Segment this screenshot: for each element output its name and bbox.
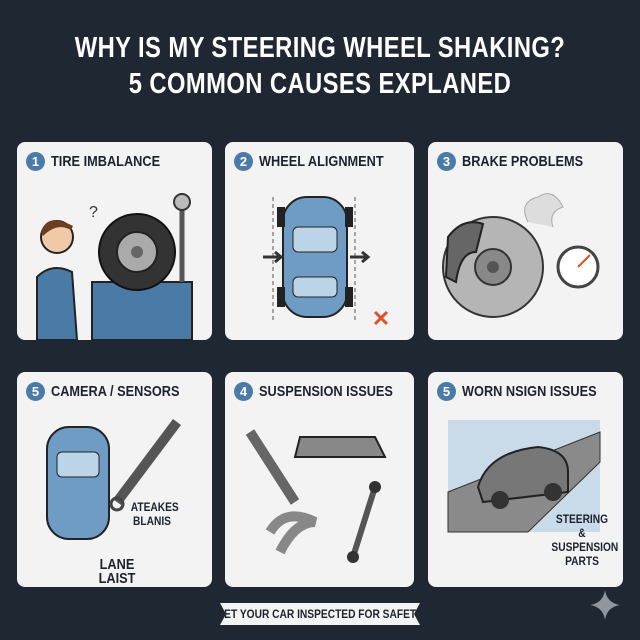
card-suspension-issues: 4 SUSPENSION ISSUES [225,372,414,587]
card-wheel-alignment: 2 WHEEL ALIGNMENT [225,142,414,340]
title-line-1: WHY IS MY STEERING WHEEL SHAKING? [74,32,566,64]
card-brake-problems: 3 BRAKE PROBLEMS [428,142,623,340]
brake-disc-gauge-illustration [442,193,600,318]
mechanic-balancing-tire-illustration: ? [36,193,193,340]
number-badge: 1 [26,152,45,171]
card-title: SUSPENSION ISSUES [259,383,393,400]
number-badge: 5 [26,382,45,401]
car-top-view-alignment-illustration [263,196,389,326]
sparkle-icon [590,590,620,620]
card-title: BRAKE PROBLEMS [462,153,584,170]
card-title: TIRE IMBALANCE [51,153,161,170]
card-caption: LANE LAIST [98,556,136,587]
suspension-parts-illustration [245,429,387,563]
svg-text:?: ? [89,204,98,221]
number-badge: 4 [234,382,253,401]
number-badge: 2 [234,152,253,171]
card-title: WORN NSIGN ISSUES [462,383,597,400]
card-worn-issues: 5 WORN NSIGN ISSUES STEERING & SUSPENSION… [428,372,623,587]
banner-text: GET YOUR CAR INSPECTED FOR SAFETY [216,607,424,621]
card-title: CAMERA / SENSORS [51,383,180,400]
safety-banner: GET YOUR CAR INSPECTED FOR SAFETY [220,603,420,625]
card-tire-imbalance: 1 TIRE IMBALANCE ? [17,142,212,340]
car-on-road-illustration [447,420,601,533]
side-caption: ATEAKES BLANIS [130,500,179,528]
title-line-2: 5 COMMON CAUSES EXPLANED [128,68,512,100]
card-title: WHEEL ALIGNMENT [259,153,384,170]
card-caption: STEERING & SUSPENSION PARTS [551,512,619,568]
car-and-shock-absorber-illustration [46,419,181,540]
card-camera-sensors: 5 CAMERA / SENSORS ATEAKES BLANIS LANE LA… [17,372,212,587]
number-badge: 5 [437,382,456,401]
number-badge: 3 [437,152,456,171]
